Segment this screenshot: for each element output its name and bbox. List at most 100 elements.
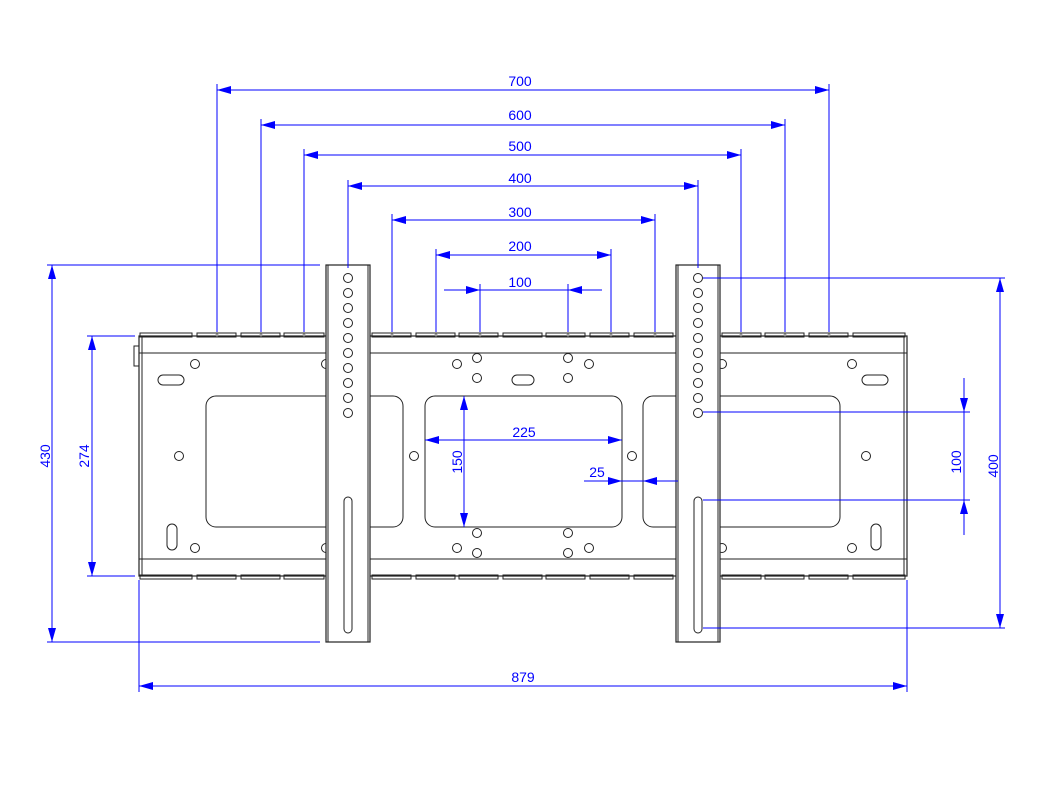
plate-hole xyxy=(861,451,871,461)
top-tab xyxy=(852,332,906,338)
arrowhead xyxy=(771,121,785,129)
bracket-hole xyxy=(343,363,353,373)
dim-label-225: 225 xyxy=(512,424,536,440)
tab-marker xyxy=(653,333,657,337)
bracket-hole xyxy=(343,288,353,298)
tab-marker xyxy=(609,333,613,337)
bottom-tab xyxy=(371,574,412,580)
vertical-brackets xyxy=(325,264,721,643)
arrowhead xyxy=(960,398,968,412)
plate-hole xyxy=(627,451,637,461)
bracket-slot xyxy=(343,496,353,634)
bracket-hole xyxy=(343,273,353,283)
dim-label-100: 100 xyxy=(508,274,532,290)
plate-hole xyxy=(190,359,200,369)
top-tab xyxy=(808,332,849,338)
bracket-hole xyxy=(693,273,703,283)
arrowhead xyxy=(608,436,622,444)
bottom-tab xyxy=(196,574,237,580)
bracket-hole xyxy=(693,288,703,298)
top-tab xyxy=(196,332,237,338)
horizontal-slot xyxy=(861,374,889,386)
bracket-slot xyxy=(693,496,703,634)
bracket-hole xyxy=(693,348,703,358)
plate-hole xyxy=(847,359,857,369)
dim-label-700: 700 xyxy=(508,73,532,89)
tab-marker xyxy=(827,333,831,337)
top-tab xyxy=(589,332,630,338)
side-tab xyxy=(133,345,140,367)
bracket-hole xyxy=(693,393,703,403)
arrowhead xyxy=(88,562,96,576)
bottom-tab xyxy=(458,574,499,580)
dim-label-879: 879 xyxy=(511,669,535,685)
arrowhead xyxy=(392,216,406,224)
bottom-tab xyxy=(545,574,586,580)
bottom-tab xyxy=(764,574,805,580)
bottom-tab xyxy=(589,574,630,580)
arrowhead xyxy=(960,500,968,514)
bracket-hole xyxy=(693,318,703,328)
arrowhead xyxy=(597,251,611,259)
horizontal-slot xyxy=(511,374,535,386)
top-tab xyxy=(721,332,762,338)
tab-marker xyxy=(434,333,438,337)
plate-hole xyxy=(472,548,482,558)
arrowhead xyxy=(466,286,480,294)
tab-marker xyxy=(215,333,219,337)
plate-hole xyxy=(452,359,462,369)
tab-marker xyxy=(783,333,787,337)
bracket-hole xyxy=(693,408,703,418)
bracket-hole xyxy=(693,378,703,388)
dim-label-600: 600 xyxy=(508,107,532,123)
bracket-outline xyxy=(675,264,721,643)
arrowhead xyxy=(684,182,698,190)
arrowhead xyxy=(641,216,655,224)
bottom-tab xyxy=(139,574,193,580)
bracket-hole xyxy=(343,333,353,343)
arrowhead xyxy=(815,86,829,94)
top-tab xyxy=(240,332,281,338)
plate-cutout xyxy=(642,395,841,528)
mount-plate xyxy=(133,332,908,580)
tab-marker xyxy=(566,333,570,337)
bottom-tab xyxy=(502,574,543,580)
dim-label-150: 150 xyxy=(449,450,465,474)
top-tab xyxy=(633,332,674,338)
arrowhead xyxy=(460,396,468,410)
plate-hole xyxy=(563,353,573,363)
top-tab xyxy=(502,332,543,338)
dim-label-500: 500 xyxy=(508,138,532,154)
dim-label-200: 200 xyxy=(508,238,532,254)
plate-hole xyxy=(472,528,482,538)
arrowhead xyxy=(48,265,56,279)
bracket-hole xyxy=(343,393,353,403)
plate-hole xyxy=(584,543,594,553)
plate-hole xyxy=(563,528,573,538)
arrowhead xyxy=(217,86,231,94)
dim-label-100-vertical: 100 xyxy=(948,450,964,474)
bracket-hole xyxy=(693,333,703,343)
tab-marker xyxy=(390,333,394,337)
plate-hole xyxy=(452,543,462,553)
tab-marker xyxy=(478,333,482,337)
arrowhead xyxy=(727,151,741,159)
bracket-hole xyxy=(693,363,703,373)
arrowhead xyxy=(348,182,362,190)
tab-marker xyxy=(302,333,306,337)
top-tab xyxy=(283,332,325,338)
bracket-hole xyxy=(343,348,353,358)
horizontal-slot xyxy=(157,374,185,386)
plate-hole xyxy=(847,543,857,553)
bottom-tab xyxy=(721,574,762,580)
arrowhead xyxy=(48,628,56,642)
plate-hole xyxy=(409,451,419,461)
bottom-tab xyxy=(415,574,456,580)
dimension-labels: 700 600 500 400 300 200 100 225 150 25 1… xyxy=(37,73,1001,685)
plate-hole xyxy=(584,359,594,369)
arrowhead xyxy=(608,477,622,485)
vertical-slot xyxy=(870,523,882,551)
bracket-hole xyxy=(343,303,353,313)
plate-hole xyxy=(190,543,200,553)
